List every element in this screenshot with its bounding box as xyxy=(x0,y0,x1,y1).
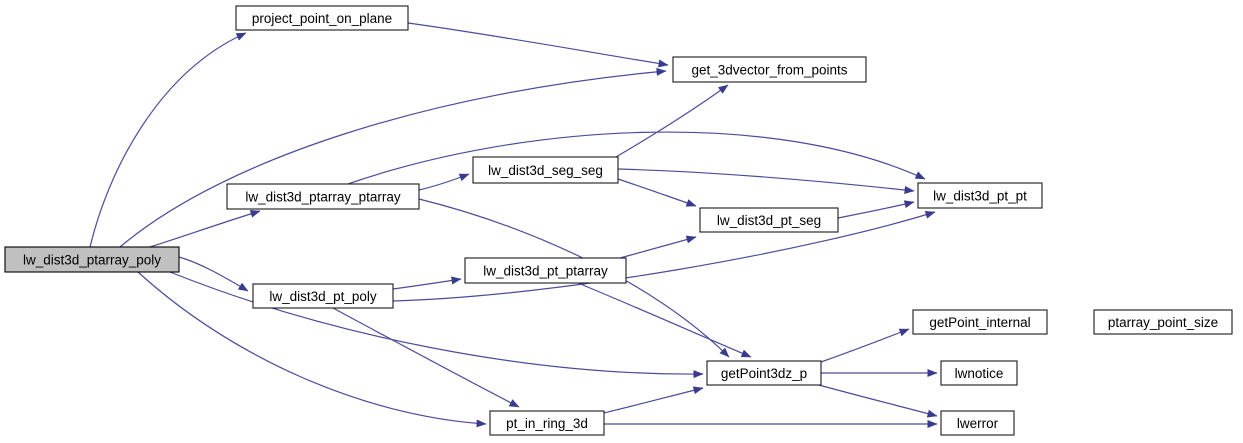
node-lw-dist3d-pt-pt[interactable]: lw_dist3d_pt_pt xyxy=(917,182,1043,209)
edge-project-to-get3dvector xyxy=(407,22,669,68)
edge-ptarray-poly-to-pt-in-ring xyxy=(137,271,487,428)
node-label: lwnotice xyxy=(955,366,1004,381)
node-box xyxy=(252,283,394,309)
edge-pt-ptarray-to-pt-seg xyxy=(619,235,697,259)
node-getpoint3dz-p[interactable]: getPoint3dz_p xyxy=(706,360,822,386)
edge-pt-seg-to-pt-pt xyxy=(837,200,915,219)
node-lw-dist3d-seg-seg[interactable]: lw_dist3d_seg_seg xyxy=(472,156,619,184)
edge-seg-seg-to-get3dvector xyxy=(615,84,729,158)
edge-seg-seg-to-pt-pt xyxy=(617,168,915,194)
edge-ptarray-ptarray-to-pt-pt xyxy=(347,131,926,185)
node-label: lw_dist3d_pt_pt xyxy=(933,189,1027,204)
node-lw-dist3d-pt-poly[interactable]: lw_dist3d_pt_poly xyxy=(252,283,394,309)
nodes-layer: lw_dist3d_ptarray_poly project_point_on_… xyxy=(4,5,1233,436)
node-box xyxy=(1093,309,1233,335)
edges-layer xyxy=(89,22,938,428)
node-label: ptarray_point_size xyxy=(1108,315,1218,330)
node-box xyxy=(464,257,627,284)
node-lwerror[interactable]: lwerror xyxy=(940,410,1015,436)
node-lwnotice[interactable]: lwnotice xyxy=(940,360,1018,386)
edge-pt-poly-to-pt-pt xyxy=(392,210,936,302)
node-lw-dist3d-ptarray-ptarray[interactable]: lw_dist3d_ptarray_ptarray xyxy=(226,183,420,210)
edge-seg-seg-to-pt-seg xyxy=(617,178,697,207)
edge-ptarray-ptarray-to-seg-seg xyxy=(418,173,470,191)
node-label: lw_dist3d_ptarray_ptarray xyxy=(245,190,401,205)
node-box xyxy=(940,360,1018,386)
edge-ptarray-poly-to-get3dvector xyxy=(119,67,667,248)
node-lw-dist3d-pt-seg[interactable]: lw_dist3d_pt_seg xyxy=(699,207,839,233)
edge-ptarray-poly-to-project xyxy=(89,32,247,248)
edge-ptarray-poly-to-pt-poly xyxy=(178,256,249,292)
node-label: lw_dist3d_pt_poly xyxy=(269,289,377,304)
node-label: getPoint3dz_p xyxy=(721,366,807,381)
node-label: get_3dvector_from_points xyxy=(691,63,847,78)
edge-pt-poly-to-pt-in-ring xyxy=(332,307,520,408)
edge-ptarray-poly-to-getpoint3dz xyxy=(169,271,704,379)
edge-ptarray-ptarray-to-getpoint3dz xyxy=(418,198,730,358)
node-pt-in-ring-3d[interactable]: pt_in_ring_3d xyxy=(489,410,605,436)
node-box xyxy=(912,309,1048,335)
node-label: lwerror xyxy=(957,416,999,431)
node-getpoint-internal[interactable]: getPoint_internal xyxy=(912,309,1048,335)
node-label: pt_in_ring_3d xyxy=(506,416,588,431)
edge-pt-in-ring-to-getpoint3dz xyxy=(603,386,704,414)
node-label: project_point_on_plane xyxy=(252,11,392,26)
node-label: lw_dist3d_pt_ptarray xyxy=(483,264,608,279)
node-ptarray-point-size[interactable]: ptarray_point_size xyxy=(1093,309,1233,335)
node-label: lw_dist3d_seg_seg xyxy=(488,163,603,178)
node-box xyxy=(706,360,822,386)
node-box xyxy=(235,5,409,31)
edge-getpoint3dz-to-getpoint-internal xyxy=(820,328,910,363)
node-box xyxy=(940,410,1015,436)
node-box xyxy=(489,410,605,436)
node-box xyxy=(472,156,619,184)
node-label: lw_dist3d_ptarray_poly xyxy=(23,253,161,268)
edge-pt-ptarray-to-getpoint3dz xyxy=(577,282,752,358)
node-project-point-on-plane[interactable]: project_point_on_plane xyxy=(235,5,409,31)
node-box xyxy=(699,207,839,233)
edge-ptarray-poly-to-ptarray-ptarray xyxy=(149,209,261,248)
node-box xyxy=(917,182,1043,209)
node-box xyxy=(672,56,867,83)
node-lw-dist3d-pt-ptarray[interactable]: lw_dist3d_pt_ptarray xyxy=(464,257,627,284)
edge-getpoint3dz-to-lwerror xyxy=(818,384,938,418)
edge-pt-poly-to-pt-ptarray xyxy=(392,276,462,290)
node-box xyxy=(226,183,420,210)
node-get-3dvector-from-points[interactable]: get_3dvector_from_points xyxy=(672,56,867,83)
node-label: lw_dist3d_pt_seg xyxy=(717,213,821,228)
node-lw-dist3d-ptarray-poly: lw_dist3d_ptarray_poly xyxy=(4,246,180,273)
node-box xyxy=(4,246,180,273)
node-label: getPoint_internal xyxy=(929,315,1030,330)
